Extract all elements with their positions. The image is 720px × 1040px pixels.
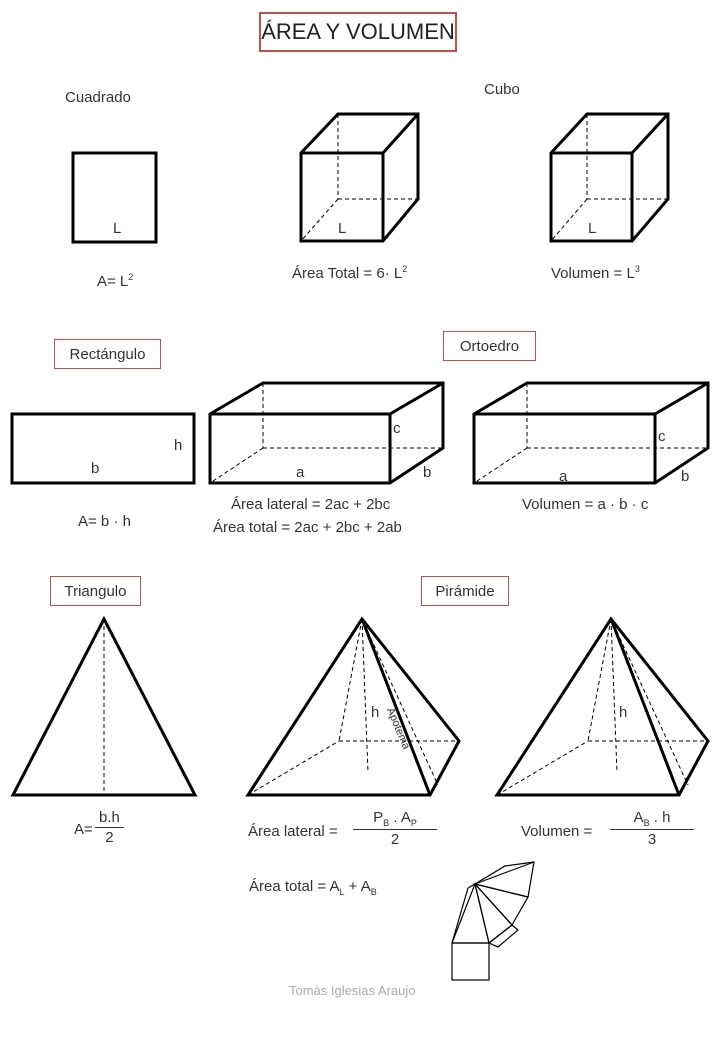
cuboid-volume-shape [472,381,710,485]
dim-L-cube2: L [588,220,597,237]
dim-a-cuboid1: a [296,464,305,481]
rectangle-shape [10,412,196,485]
formula-pyramid-total: Área total = AL + AB [249,878,377,897]
formula-square-area: A= L2 [97,272,134,290]
formula-pyramid-lateral-fraction: PB . AP 2 [353,809,437,848]
fraction-numerator: AB . h [610,809,694,830]
fraction-numerator: PB . AP [353,809,437,830]
dim-h-pyramid1: h [371,704,380,721]
formula-cube-volume: Volumen = L3 [551,264,640,282]
fraction-denominator: 2 [105,829,114,846]
formula-cuboid-total: Área total = 2ac + 2bc + 2ab [213,519,402,536]
dim-b-cuboid1: b [423,464,432,481]
pyramid-net-shape [451,861,535,981]
label-rectangulo: Rectángulo [54,339,161,369]
dim-L-cube1: L [338,220,347,237]
label-piramide: Pirámide [421,576,509,606]
cube-volume-shape [549,112,670,243]
cube-area-shape [299,112,420,243]
label-ortoedro: Ortoedro [443,331,536,361]
label-cuadrado: Cuadrado [65,89,131,106]
dim-h-rect: h [174,437,183,454]
fraction-denominator: 3 [647,831,657,848]
page-title: ÁREA Y VOLUMEN [259,12,457,52]
formula-cuboid-lateral: Área lateral = 2ac + 2bc [231,496,391,513]
formula-triangle-prefix: A= [74,821,93,838]
label-cubo: Cubo [484,81,520,98]
dim-c-cuboid1: c [393,420,401,437]
dim-L-square: L [113,220,122,237]
fraction-denominator: 2 [390,831,400,848]
cuboid-area-shape [208,381,445,485]
dim-c-cuboid2: c [658,428,666,445]
fraction-numerator: b.h [95,809,124,828]
dim-b-rect: b [91,460,100,477]
formula-pyramid-volume-fraction: AB . h 3 [610,809,694,848]
formula-rect-area: A= b · h [78,513,131,530]
dim-h-pyramid2: h [619,704,628,721]
label-triangulo: Triangulo [50,576,141,606]
pyramid-volume-shape [494,616,710,797]
pyramid-area-shape [245,616,461,797]
dim-b-cuboid2: b [681,468,690,485]
formula-triangle-fraction: b.h 2 [95,809,124,846]
dim-a-cuboid2: a [559,468,568,485]
formula-cube-area: Área Total = 6· L2 [292,264,408,282]
square-shape [71,151,158,244]
formula-cuboid-volume: Volumen = a · b · c [522,496,649,513]
formula-pyramid-lateral-prefix: Área lateral = [248,823,338,840]
triangle-shape [10,615,198,797]
formula-pyramid-volume-prefix: Volumen = [521,823,593,840]
author-footer: Tomás Iglesias Araujo [289,983,416,998]
